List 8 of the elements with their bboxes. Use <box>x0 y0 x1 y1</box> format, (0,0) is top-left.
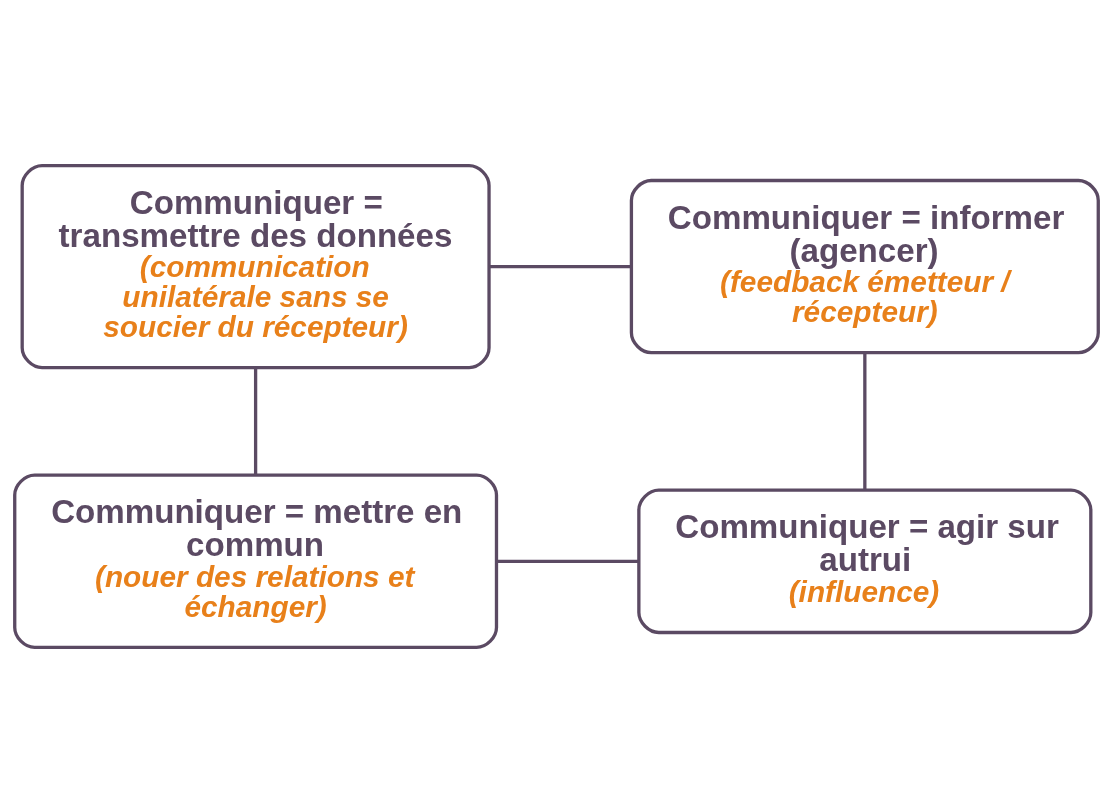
connector <box>496 559 639 563</box>
node-box: Communiquer = agir sur autrui (influence) <box>637 487 1093 634</box>
node-box: Communiquer = informer (agencer) (feedback émetteur / récepteur) <box>629 178 1100 354</box>
connector <box>489 264 631 268</box>
node-box: Communiquer = transmettre des données (communication unilatérale sans se soucier du récepteur) <box>20 163 491 369</box>
node-box: Communiquer = mettre en commun (nouer des relations et échanger) <box>13 473 499 649</box>
connector <box>253 367 258 475</box>
connector <box>863 352 867 490</box>
